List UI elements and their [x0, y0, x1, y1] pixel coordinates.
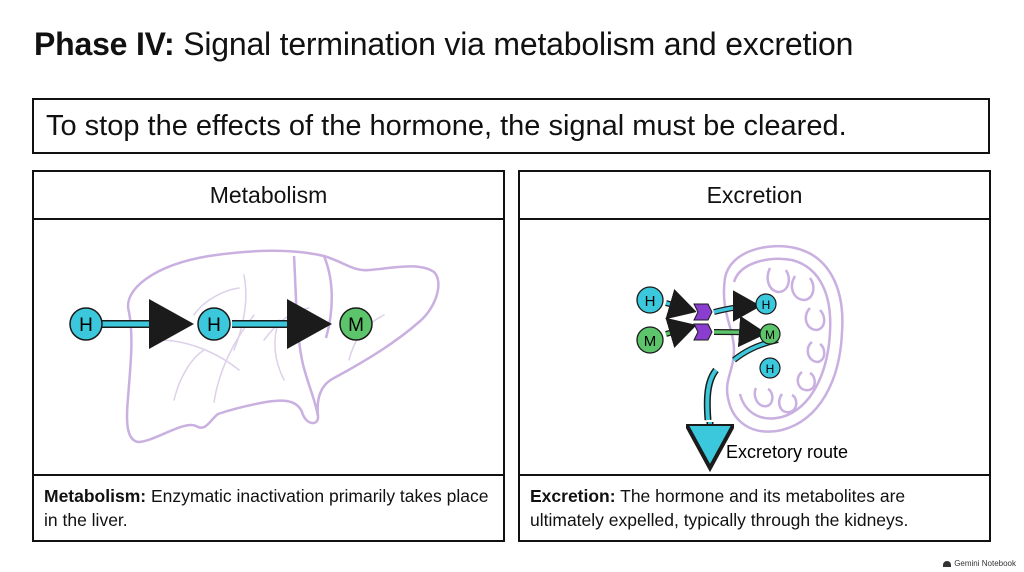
metabolism-caption-text: Enzymatic inactivation primarily takes p… [44, 486, 489, 530]
page-title: Phase IV: Signal termination via metabol… [34, 22, 853, 66]
svg-text:H: H [762, 298, 771, 312]
route-label: Excretory route [726, 442, 848, 462]
to-m-mid-arrow [713, 315, 767, 348]
metabolism-heading: Metabolism [34, 172, 503, 220]
excretion-panel: Excretion [518, 170, 991, 542]
route-arrow [705, 368, 718, 421]
hormone-node: H [755, 293, 777, 315]
summary-banner: To stop the effects of the hormone, the … [32, 98, 990, 154]
metabolism-panel: Metabolism [32, 170, 505, 542]
brand-watermark: Gemini Notebook [943, 559, 1016, 568]
hormone-node: H [636, 286, 664, 314]
svg-text:H: H [645, 293, 656, 310]
to-h-top-arrow [713, 290, 761, 322]
metabolite-in-arrow [665, 317, 697, 348]
kidney-icon [722, 244, 844, 433]
excretion-caption-term: Excretion: [530, 486, 616, 506]
brand-label: Gemini Notebook [954, 559, 1016, 568]
excretion-illustration: H M H M H Excretory route [520, 220, 989, 476]
svg-text:H: H [207, 315, 221, 336]
hormone-in-arrow [665, 289, 697, 320]
notebook-icon [943, 560, 952, 567]
kidney-diagram: H M H M H Excretory route [636, 244, 848, 474]
excretion-caption: Excretion: The hormone and its metabolit… [520, 476, 989, 532]
metabolism-caption: Metabolism: Enzymatic inactivation prima… [34, 476, 503, 532]
title-lead: Phase IV: [34, 26, 175, 62]
liver-icon [125, 249, 440, 444]
metabolism-illustration: H H M [34, 220, 503, 476]
transporter-icon [693, 303, 713, 341]
title-rest: Signal termination via metabolism and ex… [174, 26, 854, 62]
hormone-node: H [759, 357, 781, 379]
liver-diagram: H H M [69, 249, 440, 444]
svg-text:M: M [348, 315, 364, 336]
metabolism-caption-term: Metabolism: [44, 486, 147, 506]
hormone-node: H [69, 307, 103, 341]
metabolite-node: M [759, 323, 781, 345]
svg-text:H: H [79, 315, 93, 336]
metabolite-node: M [339, 307, 373, 341]
excretion-caption-text: The hormone and its metabolites are ulti… [530, 486, 909, 530]
metabolite-node: M [636, 326, 664, 354]
excretion-heading: Excretion [520, 172, 989, 220]
svg-text:M: M [765, 328, 775, 342]
svg-text:H: H [766, 362, 775, 376]
hormone-node: H [197, 307, 231, 341]
svg-text:M: M [644, 333, 657, 350]
